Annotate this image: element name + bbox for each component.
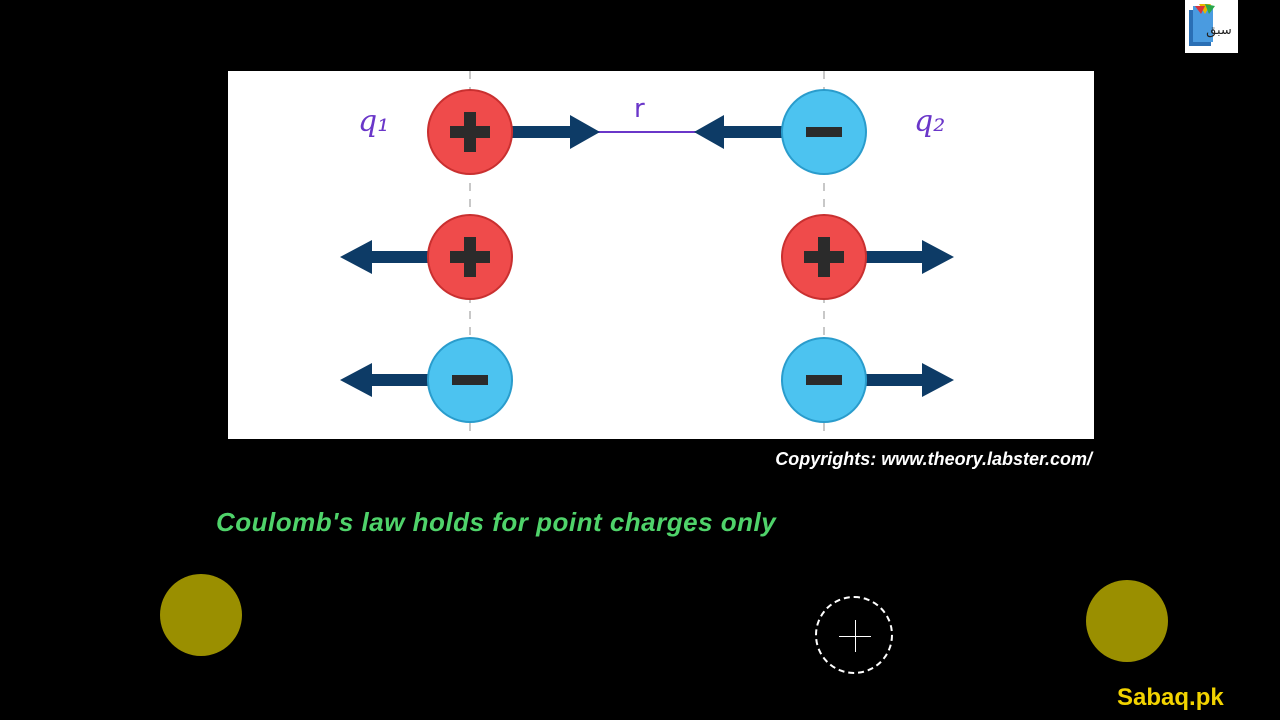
row-repulsion-negative [340, 337, 954, 423]
sabaq-logo: سبق [1185, 0, 1238, 53]
cursor-icon [815, 596, 893, 674]
brand-text: Sabaq.pk [1117, 684, 1224, 711]
minus-icon [806, 375, 842, 385]
right-marker-dot [1086, 580, 1168, 662]
book-icon: سبق [1189, 4, 1232, 46]
left-marker-dot [160, 574, 242, 656]
logo-text: سبق [1206, 23, 1232, 38]
arrow-left-icon [340, 240, 430, 274]
label-r: r [634, 94, 645, 124]
arrow-left-icon [694, 115, 782, 149]
label-q2: q₂ [914, 104, 945, 139]
copyright-text: Copyrights: www.theory.labster.com/ [775, 449, 1092, 469]
row-repulsion-positive [340, 214, 954, 300]
arrow-right-icon [512, 115, 600, 149]
arrow-right-icon [864, 240, 954, 274]
minus-icon [806, 127, 842, 137]
caption-text: Coulomb's law holds for point charges on… [216, 507, 777, 537]
arrow-left-icon [340, 363, 430, 397]
label-q1: q₁ [358, 104, 389, 139]
coulomb-diagram: q₁ q₂ r [228, 71, 1094, 439]
arrow-right-icon [864, 363, 954, 397]
minus-icon [452, 375, 488, 385]
row-attraction: q₁ q₂ r [358, 89, 945, 175]
